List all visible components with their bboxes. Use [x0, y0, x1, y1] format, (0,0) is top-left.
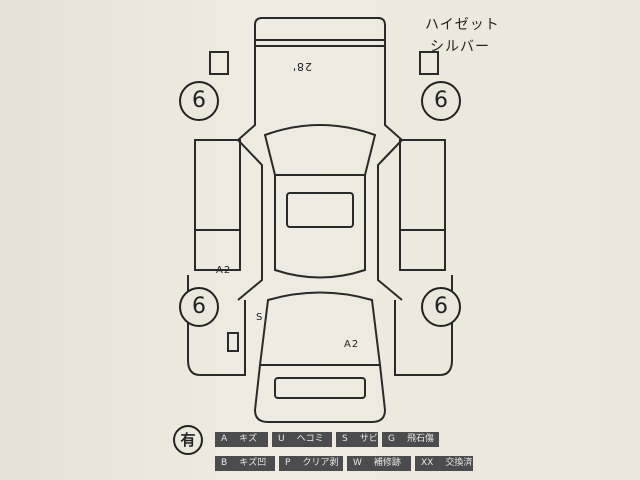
body-outline	[236, 65, 404, 301]
roof-panel	[286, 192, 354, 228]
color-note: シルバー	[430, 39, 490, 55]
existence-mark: 有	[173, 425, 203, 455]
left-lamp	[209, 51, 229, 75]
tire-depth-rear-right: 6	[421, 81, 461, 121]
right-front-fender	[394, 275, 453, 376]
rear-window	[263, 124, 377, 176]
windshield	[258, 291, 382, 366]
left-front-door	[194, 229, 241, 271]
grille	[274, 377, 366, 399]
right-lamp	[419, 51, 439, 75]
left-rear-door	[194, 139, 241, 231]
tire-depth-front-left: 6	[179, 287, 219, 327]
tire-depth-front-right: 6	[421, 287, 461, 327]
left-rear-mark: A2	[216, 265, 232, 276]
left-front-fender	[187, 275, 246, 376]
front-mark: A2	[344, 339, 360, 350]
right-rear-door	[399, 139, 446, 231]
rear-panel	[254, 17, 386, 65]
roof-mark: 28'	[292, 60, 313, 73]
right-front-door	[399, 229, 446, 271]
left-front-mark: S	[256, 312, 264, 323]
front-panel	[253, 364, 387, 423]
model-note: ハイゼット	[425, 17, 500, 33]
tire-depth-rear-left: 6	[179, 81, 219, 121]
